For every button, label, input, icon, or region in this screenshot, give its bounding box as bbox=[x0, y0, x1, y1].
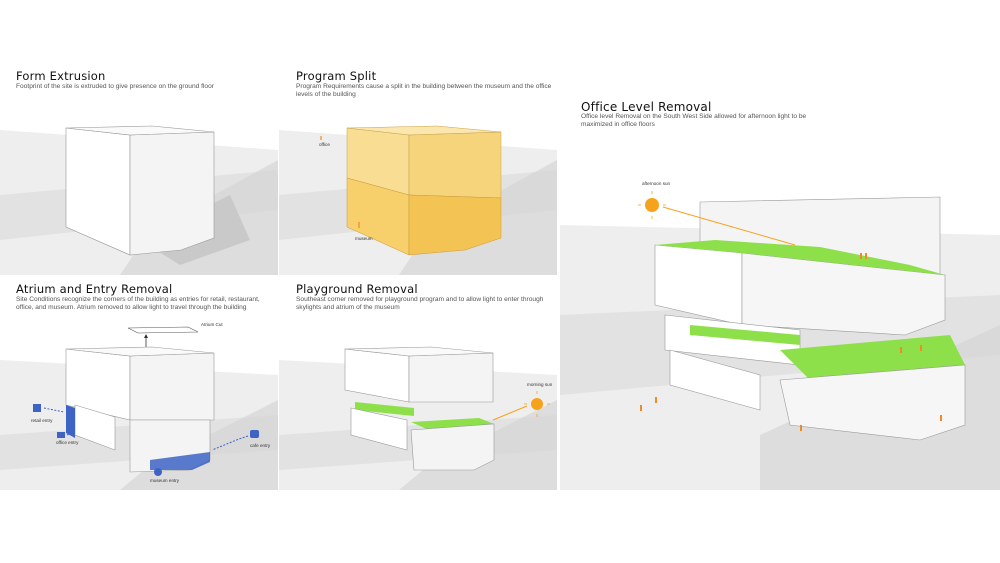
museum-icon bbox=[154, 468, 162, 476]
playground-removal-diagram: morning sun bbox=[279, 346, 557, 490]
sun-icon bbox=[645, 198, 659, 212]
panel-title: Playground Removal bbox=[296, 282, 418, 296]
sun-icon bbox=[531, 398, 543, 410]
cafe-label: cafe entry bbox=[250, 443, 271, 448]
panel-description: Southeast corner removed for playground … bbox=[296, 296, 544, 311]
panel-description: Program Requirements cause a split in th… bbox=[296, 83, 552, 98]
panel-title: Form Extrusion bbox=[16, 69, 106, 83]
panel-program-split: Program Split Program Requirements cause… bbox=[279, 0, 557, 275]
office-label: office entry bbox=[56, 440, 79, 445]
people-figures bbox=[640, 253, 942, 431]
cafe-icon bbox=[250, 430, 259, 438]
sun-label: afternoon sun bbox=[642, 181, 671, 186]
panel-description: Office level Removal on the South West S… bbox=[581, 113, 807, 128]
panel-atrium-entry-removal: Atrium and Entry Removal Site Conditions… bbox=[0, 278, 278, 490]
form-extrusion-diagram bbox=[0, 100, 278, 275]
retail-icon bbox=[33, 404, 41, 412]
panel-description: Site Conditions recognize the corners of… bbox=[16, 296, 260, 311]
panel-title: Office Level Removal bbox=[581, 100, 712, 114]
office-icon bbox=[57, 432, 65, 438]
office-label: office bbox=[319, 142, 330, 147]
retail-entry-void bbox=[66, 405, 75, 438]
museum-label: museum bbox=[355, 236, 373, 241]
panel-description: Footprint of the site is extruded to giv… bbox=[16, 83, 214, 90]
panel-playground-removal: Playground Removal Southeast corner remo… bbox=[279, 278, 557, 490]
program-split-diagram: office museum bbox=[279, 125, 557, 275]
museum-entry-void bbox=[150, 452, 210, 470]
office-level-removal-diagram: afternoon sun bbox=[560, 181, 1000, 490]
panel-title: Atrium and Entry Removal bbox=[16, 282, 173, 296]
retail-label: retail entry bbox=[31, 418, 53, 423]
office-green-roof bbox=[655, 240, 945, 275]
atrium-label: Atrium Cut bbox=[201, 322, 223, 327]
museum-label: museum entry bbox=[150, 478, 180, 483]
playground-roof bbox=[411, 418, 494, 430]
panel-form-extrusion: Form Extrusion Footprint of the site is … bbox=[0, 0, 278, 275]
panel-office-level-removal: Office Level Removal Office level Remova… bbox=[560, 95, 1000, 490]
atrium-entry-diagram: Atrium Cut retail entry office entry caf… bbox=[0, 322, 278, 490]
panel-title: Program Split bbox=[296, 69, 377, 83]
sun-label: morning sun bbox=[527, 382, 553, 387]
